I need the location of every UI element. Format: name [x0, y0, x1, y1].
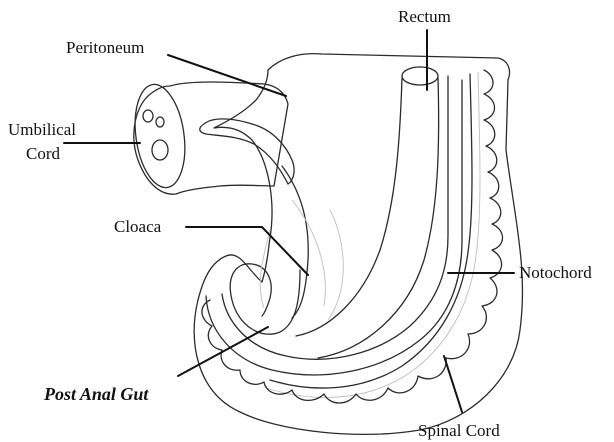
leader-spinal-cord: [444, 356, 462, 412]
post-anal-gut-tube: [206, 76, 462, 375]
hindgut-outer: [230, 264, 300, 334]
cloaca-wall: [282, 166, 308, 318]
umbilical-vessel-1: [143, 110, 153, 122]
umbilical-vessel-3: [152, 140, 168, 160]
shading-line-1: [328, 210, 343, 320]
rectum-wall: [296, 78, 439, 358]
label-rectum: Rectum: [398, 7, 451, 26]
spinal-cord-scallops: [202, 70, 503, 403]
label-post-anal-gut: Post Anal Gut: [43, 384, 149, 404]
label-spinal-cord: Spinal Cord: [418, 421, 500, 440]
umbilical-cord-tube: [134, 82, 288, 194]
leader-cloaca: [186, 227, 308, 275]
rectum-opening: [402, 67, 438, 85]
label-peritoneum: Peritoneum: [66, 38, 144, 57]
label-cloaca: Cloaca: [114, 217, 162, 236]
label-notochord: Notochord: [519, 263, 592, 282]
leader-peritoneum: [168, 55, 286, 96]
body-outline: [194, 54, 522, 435]
label-umbilical-line2: Cord: [26, 144, 61, 163]
umbilical-vessel-2: [156, 117, 164, 127]
umbilical-cord-end: [129, 81, 191, 191]
label-umbilical-line1: Umbilical: [8, 120, 76, 139]
notochord-line: [270, 74, 472, 388]
leader-post-anal-gut: [178, 327, 268, 376]
